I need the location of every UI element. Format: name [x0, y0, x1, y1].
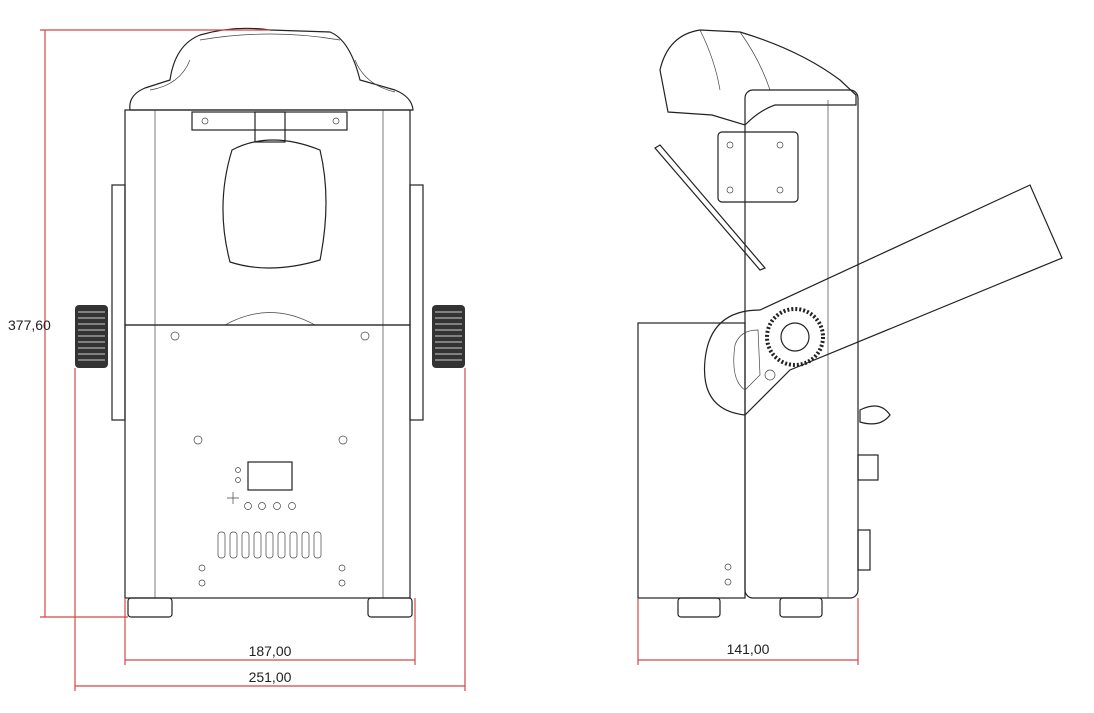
side-head [659, 29, 857, 126]
gear [765, 307, 825, 367]
front-head-top [129, 27, 414, 111]
side-view [637, 29, 1063, 618]
side-yoke-arm [703, 184, 1063, 416]
side-mirror [654, 144, 766, 271]
side-base [637, 322, 746, 599]
dimension-lines [40, 29, 859, 691]
height-dimension-label: 377,60 [8, 317, 51, 333]
front-base [124, 324, 411, 599]
side-motor [717, 131, 799, 203]
front-mirror [222, 139, 327, 269]
front-view [75, 27, 465, 618]
body-width-dimension-label: 187,00 [249, 643, 292, 659]
side-column [744, 89, 859, 599]
display [247, 461, 293, 491]
overall-width-dimension-label: 251,00 [249, 669, 292, 685]
depth-dimension-label: 141,00 [727, 641, 770, 657]
